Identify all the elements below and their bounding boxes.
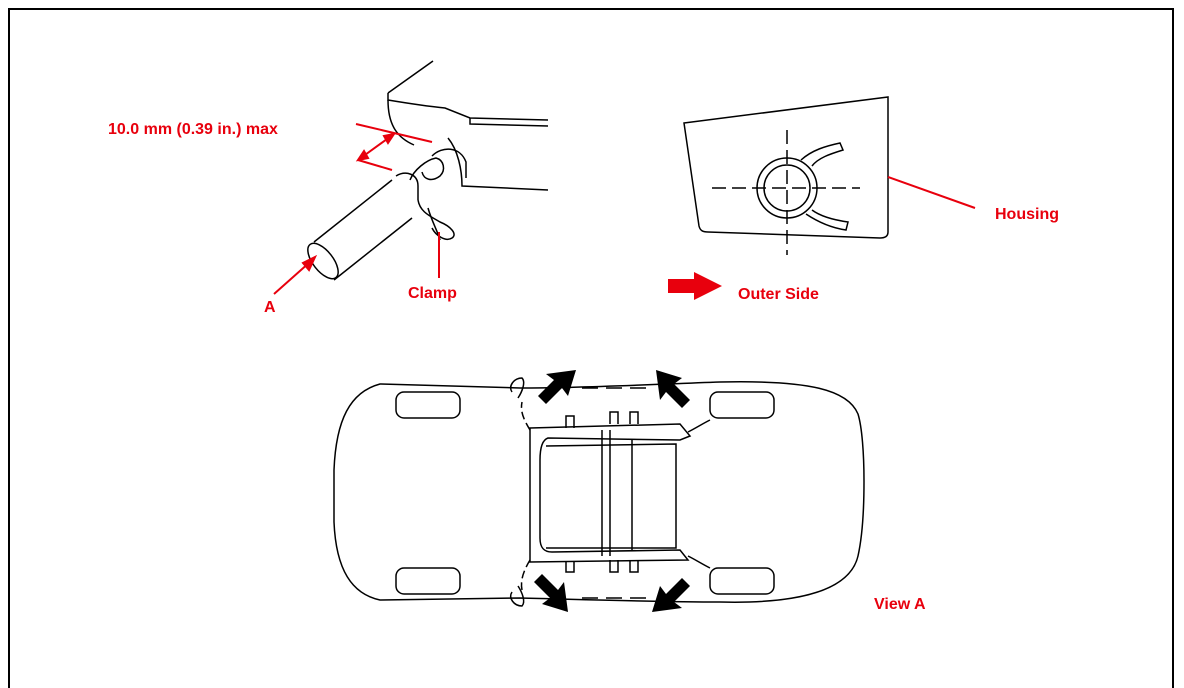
fitting-rim [469, 118, 549, 127]
arrow-front-left [538, 370, 576, 404]
clamp-ear-lower [805, 209, 849, 231]
line-front-right [520, 559, 531, 591]
a-pointer-arrow [273, 254, 318, 295]
clamp-tab-lower [417, 199, 455, 240]
housing-detail [683, 96, 889, 255]
wheel-rear-left [709, 391, 775, 419]
housing-label: Housing [995, 206, 1059, 223]
diagram-frame [8, 8, 1174, 688]
clamp-label: Clamp [408, 285, 457, 302]
arrow-rear-right [652, 578, 690, 612]
fitting-lower-body [447, 137, 549, 191]
housing-leader-line [887, 176, 976, 209]
line-rear-left [687, 419, 711, 433]
wheel-front-right [395, 567, 461, 595]
outer-side-label: Outer Side [738, 286, 819, 303]
dimension-indicator [355, 123, 433, 171]
mount-tab-4 [565, 562, 575, 573]
fitting-top-edge [387, 60, 434, 94]
subframe-outline [529, 423, 692, 563]
mount-tab-2 [609, 411, 619, 424]
line-rear-right [687, 555, 711, 569]
wheel-front-left [395, 391, 461, 419]
dimension-label: 10.0 mm (0.39 in.) max [108, 121, 278, 138]
hose-clamp-detail [307, 60, 549, 281]
mount-tab-3 [629, 411, 639, 424]
clamp-tab-upper [409, 157, 445, 181]
view-a-label: View A [874, 596, 926, 613]
vehicle-top-view [333, 377, 865, 607]
housing-plate [683, 96, 889, 239]
direction-arrows [534, 370, 690, 612]
clamp-band-back [431, 148, 467, 178]
fitting-upper-body [387, 93, 549, 121]
clamp-band-front [395, 172, 419, 200]
mirror-right [510, 585, 525, 607]
vehicle-body-outline [333, 381, 865, 603]
dimension-lower-leader [357, 159, 393, 171]
hose-bottom-edge [333, 217, 413, 281]
hose-top-edge [313, 179, 393, 243]
arrow-rear-left [656, 370, 690, 408]
hose-a-label: A [264, 299, 276, 316]
hose-end [307, 242, 339, 280]
line-front-left [520, 401, 531, 431]
dimension-arrowhead-top [382, 132, 397, 145]
dimension-arrowhead-bottom [355, 149, 370, 162]
fitting-left-curve [387, 99, 415, 146]
mirror-left [510, 377, 525, 399]
outer-side-arrow [668, 272, 722, 300]
wheel-rear-right [709, 567, 775, 595]
arrow-front-right [534, 574, 568, 612]
mount-tab-5 [609, 560, 619, 573]
clamp-ear-upper [800, 142, 845, 167]
subframe-inner [545, 443, 677, 549]
mount-tab-1 [565, 415, 575, 428]
mount-tab-6 [629, 560, 639, 573]
